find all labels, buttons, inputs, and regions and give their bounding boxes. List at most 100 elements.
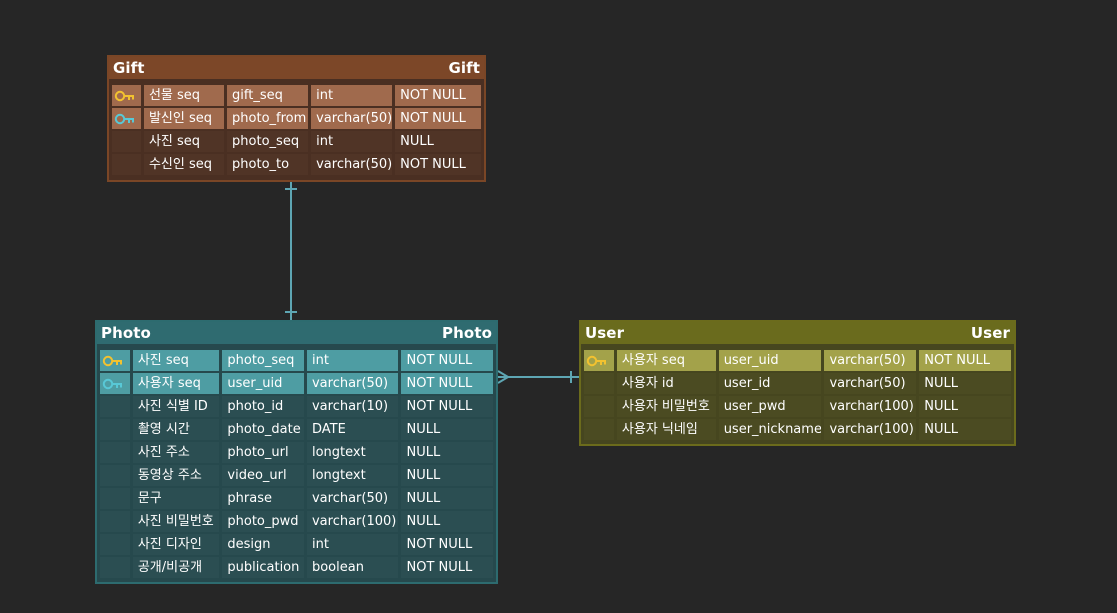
gift-data-type-cell: varchar(50) — [311, 154, 393, 175]
gift-title-left: Gift — [113, 59, 145, 77]
gift-data-type-cell: int — [311, 131, 393, 152]
photo-data-type-cell: boolean — [306, 557, 399, 578]
photo-nullable-cell: NOT NULL — [401, 373, 493, 394]
photo-data-type-cell: varchar(10) — [306, 396, 399, 417]
photo-nullable-cell: NOT NULL — [401, 396, 493, 417]
gift-field-name-cell: 수신인 seq — [143, 154, 225, 175]
photo-field-name-cell: 공개/비공개 — [132, 557, 220, 578]
user-nullable-cell: NULL — [919, 419, 1011, 440]
gift-table-header[interactable]: Gift Gift — [109, 57, 484, 79]
primary-key-icon — [100, 350, 130, 371]
photo-nullable-cell: NULL — [401, 465, 493, 486]
user-title-right: User — [970, 324, 1010, 342]
gift-column-name-cell: photo_from — [227, 108, 309, 129]
photo-field-name-cell: 사진 seq — [132, 350, 220, 371]
key-cell-empty — [584, 373, 614, 394]
photo-data-type-cell: int — [306, 350, 399, 371]
photo-field-name-cell: 촬영 시간 — [132, 419, 220, 440]
photo-nullable-cell: NOT NULL — [401, 534, 493, 555]
photo-data-type-cell: varchar(50) — [306, 488, 399, 509]
photo-field-name-cell: 사진 비밀번호 — [132, 511, 220, 532]
user-field-name-cell: 사용자 닉네임 — [616, 419, 716, 440]
photo-nullable-cell: NULL — [401, 442, 493, 463]
gift-nullable-cell: NOT NULL — [395, 85, 481, 106]
photo-column-name-cell: photo_pwd — [222, 511, 304, 532]
key-cell-empty — [112, 131, 141, 152]
user-column-name-cell: user_uid — [718, 350, 822, 371]
photo-nullable-cell: NULL — [401, 488, 493, 509]
key-cell-empty — [584, 419, 614, 440]
user-data-type-cell: varchar(100) — [824, 419, 917, 440]
key-cell-empty — [100, 557, 130, 578]
photo-title-left: Photo — [101, 324, 151, 342]
photo-table-header[interactable]: Photo Photo — [97, 322, 496, 344]
photo-field-name-cell: 사진 디자인 — [132, 534, 220, 555]
photo-title-right: Photo — [442, 324, 492, 342]
user-data-type-cell: varchar(50) — [824, 373, 917, 394]
user-nullable-cell: NOT NULL — [919, 350, 1011, 371]
gift-nullable-cell: NOT NULL — [395, 154, 481, 175]
user-table-header[interactable]: User User — [581, 322, 1014, 344]
primary-key-icon — [584, 350, 614, 371]
photo-data-type-cell: longtext — [306, 442, 399, 463]
user-data-type-cell: varchar(100) — [824, 396, 917, 417]
foreign-key-icon — [100, 373, 130, 394]
key-cell-empty — [100, 396, 130, 417]
key-cell-empty — [100, 419, 130, 440]
photo-field-name-cell: 사진 주소 — [132, 442, 220, 463]
gift-column-name-cell: photo_seq — [227, 131, 309, 152]
photo-nullable-cell: NOT NULL — [401, 350, 493, 371]
user-field-name-cell: 사용자 seq — [616, 350, 716, 371]
photo-column-name-cell: publication — [222, 557, 304, 578]
photo-nullable-cell: NULL — [401, 419, 493, 440]
photo-column-name-cell: video_url — [222, 465, 304, 486]
photo-column-name-cell: phrase — [222, 488, 304, 509]
key-cell-empty — [112, 154, 141, 175]
user-column-name-cell: user_id — [718, 373, 822, 394]
user-nullable-cell: NULL — [919, 396, 1011, 417]
key-cell-empty — [100, 465, 130, 486]
gift-column-name-cell: gift_seq — [227, 85, 309, 106]
photo-field-name-cell: 동영상 주소 — [132, 465, 220, 486]
foreign-key-icon — [112, 108, 141, 129]
photo-nullable-cell: NOT NULL — [401, 557, 493, 578]
gift-field-name-cell: 선물 seq — [143, 85, 225, 106]
photo-column-name-cell: photo_id — [222, 396, 304, 417]
primary-key-icon — [112, 85, 141, 106]
user-field-name-cell: 사용자 비밀번호 — [616, 396, 716, 417]
key-cell-empty — [100, 511, 130, 532]
photo-data-type-cell: varchar(100) — [306, 511, 399, 532]
photo-field-name-cell: 사진 식별 ID — [132, 396, 220, 417]
photo-column-name-cell: user_uid — [222, 373, 304, 394]
photo-data-type-cell: varchar(50) — [306, 373, 399, 394]
photo-nullable-cell: NULL — [401, 511, 493, 532]
gift-data-type-cell: int — [311, 85, 393, 106]
photo-data-type-cell: int — [306, 534, 399, 555]
photo-field-name-cell: 사용자 seq — [132, 373, 220, 394]
gift-data-type-cell: varchar(50) — [311, 108, 393, 129]
